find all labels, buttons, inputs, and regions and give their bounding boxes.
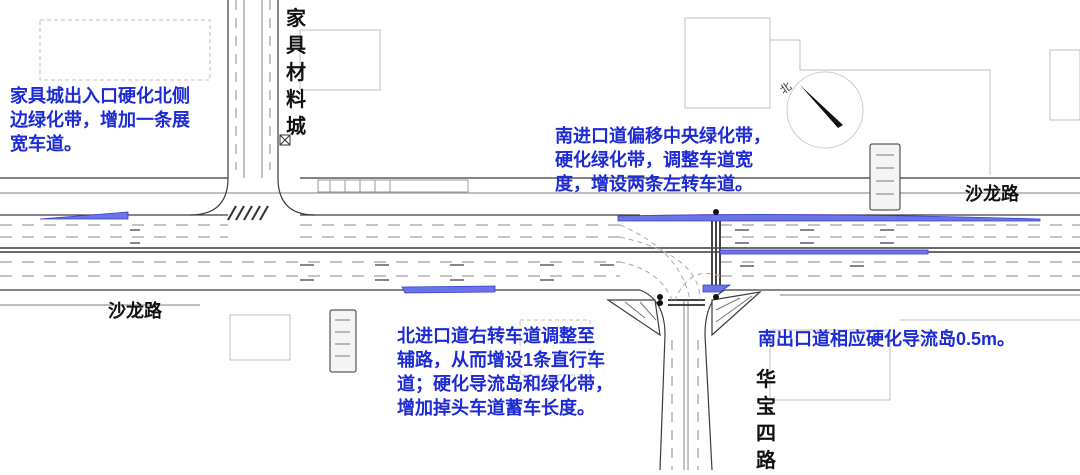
north-access-road xyxy=(189,0,316,216)
note-northwest: 家具城出入口硬化北侧 边绿化带，增加一条展 宽车道。 xyxy=(10,84,190,156)
note-center: 北进口道右转车道调整至 辅路，从而增设1条直行车 道；硬化导流岛和绿化带， 增加… xyxy=(397,324,613,420)
note-center-line: 道；硬化导流岛和绿化带， xyxy=(397,374,613,394)
note-center-line: 增加掉头车道蓄车长度。 xyxy=(397,398,595,418)
hardened-area-median-east xyxy=(617,214,1041,222)
road-label-west: 沙龙路 xyxy=(108,301,162,321)
hardened-area-northwest xyxy=(39,211,129,220)
cross-road-label: 华宝四路 xyxy=(756,369,776,472)
road-label-east: 沙龙路 xyxy=(965,184,1019,204)
signal-poles xyxy=(657,209,719,306)
hardened-area-south-exit xyxy=(702,284,732,293)
turn-guides xyxy=(619,224,721,301)
note-northwest-line: 家具城出入口硬化北侧 xyxy=(10,86,190,106)
lane-arrows xyxy=(130,229,894,281)
note-northeast-line: 硬化绿化带，调整车道宽 xyxy=(555,150,753,170)
north-access-lanes xyxy=(235,0,271,170)
hardened-area-median-south xyxy=(719,249,929,255)
hardened-area-island xyxy=(401,285,496,294)
sign-board-east xyxy=(869,143,901,211)
main-road-edges xyxy=(0,177,1080,306)
note-east: 南出口道相应硬化导流岛0.5m。 xyxy=(758,327,1015,351)
lane-markings xyxy=(0,224,1080,277)
island-hatch xyxy=(624,295,753,323)
south-cross-road xyxy=(639,289,726,470)
north-arrow-icon xyxy=(786,71,864,149)
note-northeast: 南进口道偏移中央绿化带， 硬化绿化带，调整车道宽 度，增设两条左转车道。 xyxy=(555,124,771,196)
note-east-line: 南出口道相应硬化导流岛0.5m。 xyxy=(758,329,1016,349)
furniture-city-label: 家具材料城 xyxy=(286,8,306,138)
hatch-area xyxy=(227,205,269,221)
note-center-line: 北进口道右转车道调整至 xyxy=(397,326,595,346)
note-northeast-line: 度，增设两条左转车道。 xyxy=(555,174,753,194)
note-center-line: 辅路，从而增设1条直行车 xyxy=(397,350,606,370)
south-cross-lanes xyxy=(671,340,699,470)
marker-boxes xyxy=(279,134,291,146)
note-northeast-line: 南进口道偏移中央绿化带， xyxy=(555,126,771,146)
sign-board-west xyxy=(329,309,357,373)
note-northwest-line: 边绿化带，增加一条展 xyxy=(10,110,190,130)
channel-islands xyxy=(606,291,762,337)
note-northwest-line: 宽车道。 xyxy=(10,134,82,154)
hardened-areas xyxy=(39,211,1041,294)
sign-board-lines xyxy=(335,154,894,357)
parking-strip xyxy=(317,179,469,193)
